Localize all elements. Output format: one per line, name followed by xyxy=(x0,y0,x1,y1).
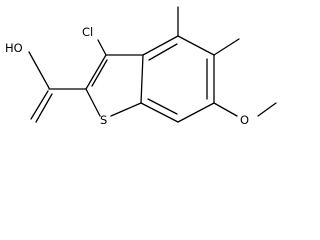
bond-c6-c7 xyxy=(177,102,215,123)
bond-c3a-c7a xyxy=(140,54,144,104)
bond-c2-c3-inner xyxy=(91,59,108,87)
bond-c7-c7a-inner xyxy=(147,98,178,115)
chlorine-label: Cl xyxy=(82,25,93,39)
methoxy-oxygen-label: O xyxy=(240,113,249,127)
bond-s-c7a xyxy=(110,102,142,117)
bond-o-methyl xyxy=(257,102,277,117)
bond-c-o-double-2 xyxy=(35,93,53,123)
bond-c-o-double-1 xyxy=(30,90,49,120)
bond-c3-cl xyxy=(97,39,107,56)
bond-c2-c3 xyxy=(85,54,107,90)
bond-c3a-c4 xyxy=(142,35,179,56)
bond-c6-o xyxy=(213,102,238,117)
bond-c3a-c4-inner xyxy=(148,43,178,61)
bond-c5-methyl xyxy=(213,38,240,56)
bond-c4-c5 xyxy=(177,35,215,56)
sulfur-label: S xyxy=(100,113,107,127)
atom-labels: HO Cl S O xyxy=(5,25,249,127)
bond-lines xyxy=(28,6,277,123)
bond-c7-c7a xyxy=(140,102,179,123)
bond-c2-s xyxy=(85,88,101,117)
chemical-structure: HO Cl S O xyxy=(5,6,277,127)
bond-c-oh xyxy=(28,51,50,89)
carboxylic-acid-label: HO xyxy=(5,41,23,55)
